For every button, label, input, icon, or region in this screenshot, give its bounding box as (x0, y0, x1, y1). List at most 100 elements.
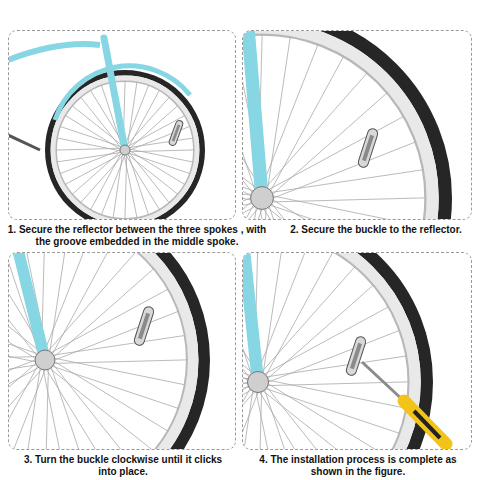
reflector-body (168, 120, 183, 147)
spoke (264, 209, 344, 219)
step-caption: 2. Secure the buckle to the reflector. (273, 224, 479, 236)
spoke (243, 389, 250, 449)
spoke (243, 382, 248, 434)
reflector-lens (172, 124, 181, 141)
reflector-lens (138, 313, 150, 340)
hub (251, 187, 274, 210)
reflector (345, 335, 367, 376)
spoke (268, 384, 388, 449)
step-panel: 2. Secure the buckle to the reflector. (242, 30, 472, 220)
spoke (263, 253, 284, 373)
rim (243, 253, 409, 449)
screwdriver-shaft (362, 362, 405, 402)
reflector (133, 305, 155, 346)
spoke (124, 155, 137, 218)
spoke (262, 209, 266, 219)
step-caption: 1. Secure the reflector between the thre… (3, 224, 271, 247)
tire (243, 31, 445, 219)
spoke (130, 149, 193, 162)
sidewall (243, 31, 432, 219)
spoke (271, 205, 416, 219)
spoke (43, 370, 69, 449)
wheel-photo (243, 253, 446, 449)
spoke (269, 330, 400, 382)
spoke (265, 307, 389, 374)
spoke (273, 198, 426, 202)
spoke (113, 154, 122, 217)
screwdriver-handle (404, 401, 446, 444)
spoke (55, 311, 178, 360)
spoke (243, 202, 251, 219)
spoke (48, 253, 136, 351)
spoke (260, 209, 291, 219)
spoke (243, 387, 249, 408)
spoke (268, 285, 373, 378)
reflector-body (345, 335, 367, 376)
sidewall (9, 253, 193, 449)
spoke (53, 253, 116, 354)
spoke (56, 148, 120, 150)
reflector-body (133, 305, 155, 346)
spoke (273, 196, 423, 219)
spoke (72, 152, 120, 195)
spoke (55, 362, 168, 431)
reflector-lens (362, 135, 374, 162)
spoke (51, 368, 93, 449)
spoke (260, 392, 334, 449)
hub (120, 145, 130, 155)
spoke (271, 56, 344, 190)
spoke (268, 208, 388, 219)
spoke (53, 366, 179, 408)
reflector (168, 120, 183, 147)
spoke (256, 392, 284, 449)
step-panel: 3. Turn the buckle clockwise until it cl… (8, 252, 236, 450)
wheel-photo (9, 38, 202, 219)
spoke (129, 90, 160, 146)
step-caption: 4. The installation process is complete … (253, 454, 463, 477)
spoke (128, 82, 137, 145)
spoke (50, 253, 70, 351)
step-caption: 3. Turn the buckle clockwise until it cl… (23, 454, 223, 477)
rim (9, 253, 187, 449)
step-panel: 1. Secure the reflector between the thre… (8, 30, 236, 220)
spoke (273, 93, 387, 194)
tire (9, 253, 204, 449)
frame-tube (9, 44, 100, 60)
pedal (9, 135, 40, 150)
spoke (243, 204, 252, 219)
wheel-photo (243, 31, 445, 219)
spoke (263, 391, 373, 449)
spoke (262, 267, 355, 372)
spoke (243, 386, 248, 449)
spoke (266, 389, 399, 434)
spoke (243, 194, 251, 198)
spoke (20, 369, 40, 449)
sidewall (53, 78, 196, 219)
spoke (50, 369, 154, 449)
spoke (266, 73, 367, 187)
spoke (60, 127, 121, 147)
spoke (269, 116, 403, 189)
reflector (357, 127, 379, 168)
tire (243, 253, 427, 449)
spoke (243, 209, 262, 219)
spoke (266, 253, 333, 375)
rim (56, 81, 194, 219)
hub (35, 350, 55, 370)
spoke (60, 150, 120, 174)
fork (244, 253, 258, 382)
spoke (273, 142, 415, 198)
spoke (9, 363, 36, 449)
spoke (267, 356, 406, 377)
fork (248, 31, 262, 198)
fender (55, 66, 190, 120)
spoke (54, 335, 185, 355)
reflector-lens (350, 343, 362, 370)
sidewall (243, 253, 415, 449)
wheel-photo (9, 253, 204, 449)
spoke (243, 198, 251, 219)
screwdriver-grip (414, 411, 440, 438)
spoke (243, 391, 253, 449)
step-panel: 4. The installation process is complete … (242, 252, 472, 450)
